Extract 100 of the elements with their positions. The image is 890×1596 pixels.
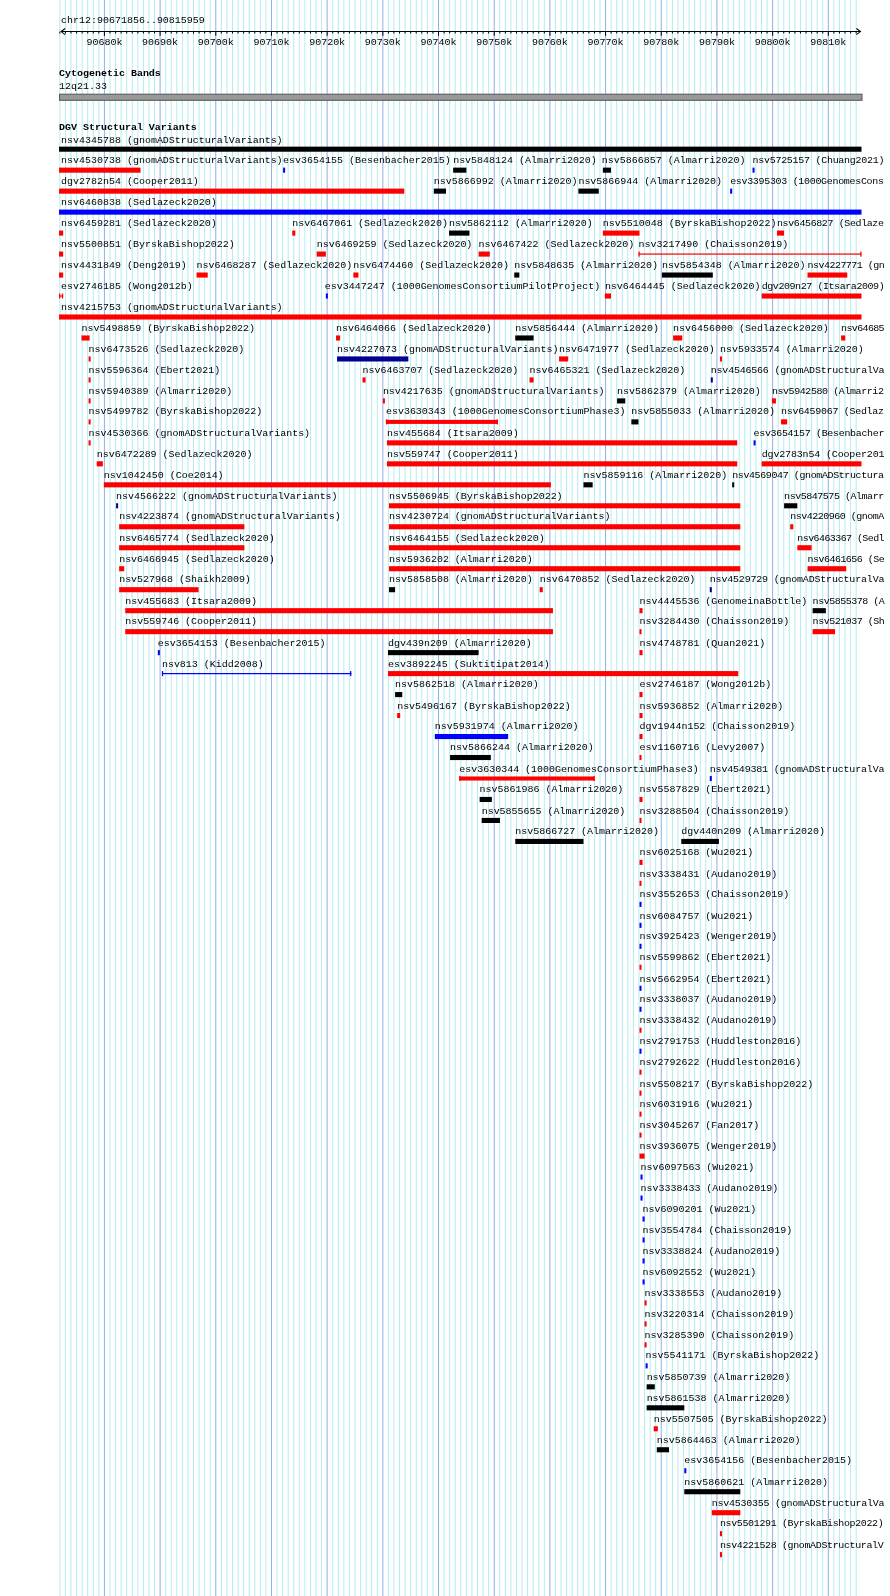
variant-label: nsv5506945 (ByrskaBishop2022) xyxy=(389,490,563,502)
variant-label: nsv6465321 (Sedlazeck2020) xyxy=(529,364,686,376)
tick-label: 90760k xyxy=(531,36,568,48)
variant-label: nsv6464155 (Sedlazeck2020) xyxy=(389,532,545,544)
variant-label: nsv5862112 (Almarri2020) xyxy=(449,217,593,229)
variant-label: dgv209n27 (Itsara2009) xyxy=(761,280,885,292)
variant-label: nsv5864463 (Almarri2020) xyxy=(656,1434,801,1446)
variant-label: dgv439n209 (Almarri2020) xyxy=(388,637,532,649)
variant-label: nsv6466945 (Sedlazeck2020) xyxy=(119,553,275,565)
tick-label: 90740k xyxy=(420,36,457,48)
variant-label: nsv6474460 (Sedlazeck2020) xyxy=(353,259,509,271)
variant-label: nsv5855033 (Almarri2020) xyxy=(631,406,776,418)
variant-label: nsv559746 (Cooper2011) xyxy=(125,616,257,628)
tick-label: 90800k xyxy=(754,36,791,48)
variant-label: nsv5940389 (Almarri2020) xyxy=(88,385,233,397)
variant-label: nsv4748781 (Quan2021) xyxy=(639,637,766,649)
variant-label: nsv6463367 (Sedl xyxy=(797,532,884,544)
variant-label: nsv5496167 (ByrskaBishop2022) xyxy=(397,700,571,712)
variant-label: nsv4227771 (gn xyxy=(807,259,885,271)
variant-label: nsv6459281 (Sedlazeck2020) xyxy=(61,217,217,229)
tick-label: 90710k xyxy=(253,36,290,48)
variant-label: nsv5499782 (ByrskaBishop2022) xyxy=(88,406,263,418)
variant-label: nsv6084757 (Wu2021) xyxy=(639,910,754,922)
variant-label: nsv3338553 (Audano2019) xyxy=(644,1287,783,1299)
variant-label: esv3654157 (Besenbacher xyxy=(753,427,885,439)
variant-label: nsv4549381 (gnomADStructuralVa xyxy=(709,763,885,775)
variant-label: nsv3338824 (Audano2019) xyxy=(642,1245,781,1257)
variant-label: nsv5861538 (Almarri2020) xyxy=(646,1392,791,1404)
coordinate-range: chr12:90671856..90815959 xyxy=(61,14,205,26)
variant-label: nsv5860621 (Almarri2020) xyxy=(684,1476,828,1488)
tick-label: 90810k xyxy=(810,36,847,48)
variant-label: nsv5931974 (Almarri2020) xyxy=(434,721,579,733)
variant-label: nsv3338431 (Audano2019) xyxy=(639,868,778,880)
variant-label: nsv3284430 (Chaisson2019) xyxy=(639,616,790,628)
variant-label: nsv813 (Kidd2008) xyxy=(161,658,264,670)
variant-label: nsv2791753 (Huddleston2016) xyxy=(639,1035,802,1048)
variant-label: nsv6469259 (Sedlazeck2020) xyxy=(316,238,473,250)
variant-label: nsv5854348 (Almarri2020) xyxy=(661,259,806,271)
variant-label: esv3654156 (Besenbacher2015) xyxy=(684,1455,852,1467)
variant-label: nsv4445536 (GenomeinaBottle) xyxy=(639,595,808,607)
variant-label: nsv4569047 (gnomADStructura xyxy=(732,469,884,481)
tick-label: 90780k xyxy=(643,36,680,48)
variant-label: nsv5866944 (Almarri2020) xyxy=(578,175,723,188)
tick-label: 90680k xyxy=(86,36,123,48)
variant-label: esv1160716 (Levy2007) xyxy=(639,742,766,754)
variant-label: nsv4431849 (Deng2019) xyxy=(61,259,187,271)
variant-label: nsv1042450 (Coe2014) xyxy=(103,469,224,481)
variant-label: esv2746185 (Wong2012b) xyxy=(61,280,193,292)
variant-label: nsv3554784 (Chaisson2019) xyxy=(642,1224,793,1236)
band-label: 12q21.33 xyxy=(59,79,107,92)
tick-label: 90700k xyxy=(197,36,234,48)
variant-label: nsv5858508 (Almarri2020) xyxy=(389,574,533,586)
variant-label: nsv6464066 (Sedlazeck2020) xyxy=(336,322,492,334)
variant-label: esv3447247 (1000GenomesConsortiumPilotProject) xyxy=(324,280,601,292)
variant-label: nsv3338037 (Audano2019) xyxy=(639,993,778,1006)
variant-label: nsv6465774 (Sedlazeck2020) xyxy=(119,532,275,544)
variant-label: nsv5866992 (Almarri2020) xyxy=(433,175,578,188)
variant-label: nsv6025168 (Wu2021) xyxy=(639,847,754,859)
tick-label: 90750k xyxy=(476,36,513,48)
variant-label: nsv5859116 (Almarri2020) xyxy=(583,469,728,481)
variant-label: nsv3217490 (Chaisson2019) xyxy=(638,238,789,250)
tick-label: 90690k xyxy=(142,36,179,48)
variant-label: nsv6464445 (Sedlazeck2020) xyxy=(604,280,761,292)
variant-label: nsv4230724 (gnomADStructuralVariants) xyxy=(389,511,611,523)
variant-label: nsv5541171 (ByrskaBishop2022) xyxy=(645,1350,820,1362)
variant-label: nsv559747 (Cooper2011) xyxy=(386,448,519,460)
variant-label: dgv1944n152 (Chaisson2019) xyxy=(639,721,796,733)
variant-label: nsv5500851 (ByrskaBishop2022) xyxy=(61,238,235,250)
variant-label: nsv6461656 (Se xyxy=(807,553,885,565)
variant-label: nsv5862518 (Almarri2020) xyxy=(395,679,539,691)
variant-label: nsv5936202 (Almarri2020) xyxy=(389,553,533,565)
variant-label: nsv6031916 (Wu2021) xyxy=(639,1098,754,1111)
variant-label: nsv3552653 (Chaisson2019) xyxy=(639,889,790,901)
variant-label: nsv6097563 (Wu2021) xyxy=(640,1161,755,1173)
variant-label: nsv5847575 (Almarr xyxy=(784,490,884,502)
variant-label: esv3654155 (Besenbacher2015) xyxy=(283,154,451,167)
variant-label: nsv5936852 (Almarri2020) xyxy=(639,700,784,712)
variant-label: nsv3285390 (Chaisson2019) xyxy=(644,1329,795,1341)
variant-label: nsv5848124 (Almarri2020) xyxy=(453,154,597,167)
variant-label: nsv4529729 (gnomADStructuralVa xyxy=(709,574,885,586)
variant-label: esv3395303 (1000GenomesCons xyxy=(730,175,884,188)
tick-label: 90730k xyxy=(364,36,401,48)
variant-label: nsv5855378 (A xyxy=(812,595,885,607)
variant-label: nsv4546566 (gnomADStructuralVa xyxy=(710,364,885,376)
variant-label: nsv3045267 (Fan2017) xyxy=(639,1119,760,1131)
variant-label: nsv4345788 (gnomADStructuralVariants) xyxy=(61,133,283,146)
variant-label: nsv4227073 (gnomADStructuralVariants) xyxy=(337,343,559,355)
variant-label: nsv521037 (Sh xyxy=(812,616,885,628)
variant-label: nsv6467422 (Sedlazeck2020) xyxy=(478,238,635,250)
variant-label: nsv4215753 (gnomADStructuralVariants) xyxy=(61,301,283,313)
variant-label: nsv5508217 (ByrskaBishop2022) xyxy=(639,1077,814,1090)
variant-label: nsv4566222 (gnomADStructuralVariants) xyxy=(116,490,338,502)
variant-label: nsv5599862 (Ebert2021) xyxy=(639,952,772,964)
variant-label: dgv2782n54 (Cooper2011) xyxy=(61,175,199,188)
variant-label: nsv6092552 (Wu2021) xyxy=(642,1266,757,1278)
variant-label: nsv527968 (Shaikh2009) xyxy=(119,574,251,586)
variant-label: nsv5725157 (Chuang2021) xyxy=(752,154,885,167)
variant-label: nsv5498859 (ByrskaBishop2022) xyxy=(81,322,256,334)
variant-label: nsv455683 (Itsara2009) xyxy=(125,595,257,607)
variant-label: nsv5862379 (Almarri2020) xyxy=(617,385,761,397)
